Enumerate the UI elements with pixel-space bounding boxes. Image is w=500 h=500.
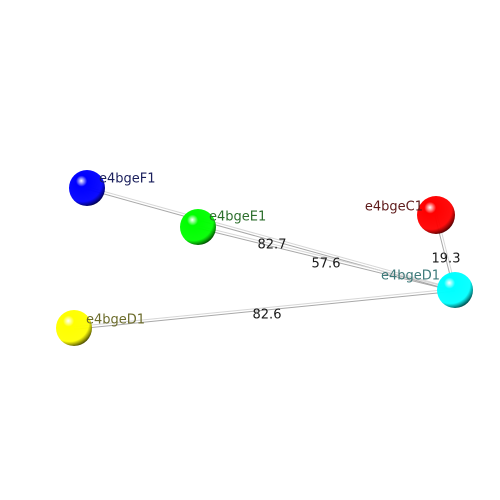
atom-sphere-f1[interactable] [69,170,105,206]
distance-label-d1b-d1a: 82.6 [253,308,282,323]
atoms[interactable] [56,170,473,346]
distance-label-c1-d1a: 19.3 [432,252,461,267]
atom-label-e1: e4bgeE1 [209,210,266,225]
distance-label-e1-d1a: 82.7 [258,238,287,253]
atom-sphere-c1[interactable] [417,196,455,234]
atom-sphere-d1b[interactable] [56,310,92,346]
atom-label-c1: e4bgeC1 [365,200,423,215]
atom-label-d1a: e4bgeD1 [381,269,440,284]
distance-line-e1-d1a [197,225,456,292]
atom-sphere-d1a[interactable] [437,272,473,308]
distance-label-f1-d1a: 57.6 [312,257,341,272]
distance-line-d1b-d1a [73,288,456,330]
atom-labels: e4bgeF1 e4bgeE1 e4bgeC1 e4bgeD1 e4bgeD1 [86,172,440,328]
distance-labels: 57.6 82.7 19.3 82.6 [253,238,461,323]
atom-label-d1b: e4bgeD1 [86,313,145,328]
atom-sphere-e1[interactable] [180,209,216,245]
atom-label-f1: e4bgeF1 [99,172,156,187]
